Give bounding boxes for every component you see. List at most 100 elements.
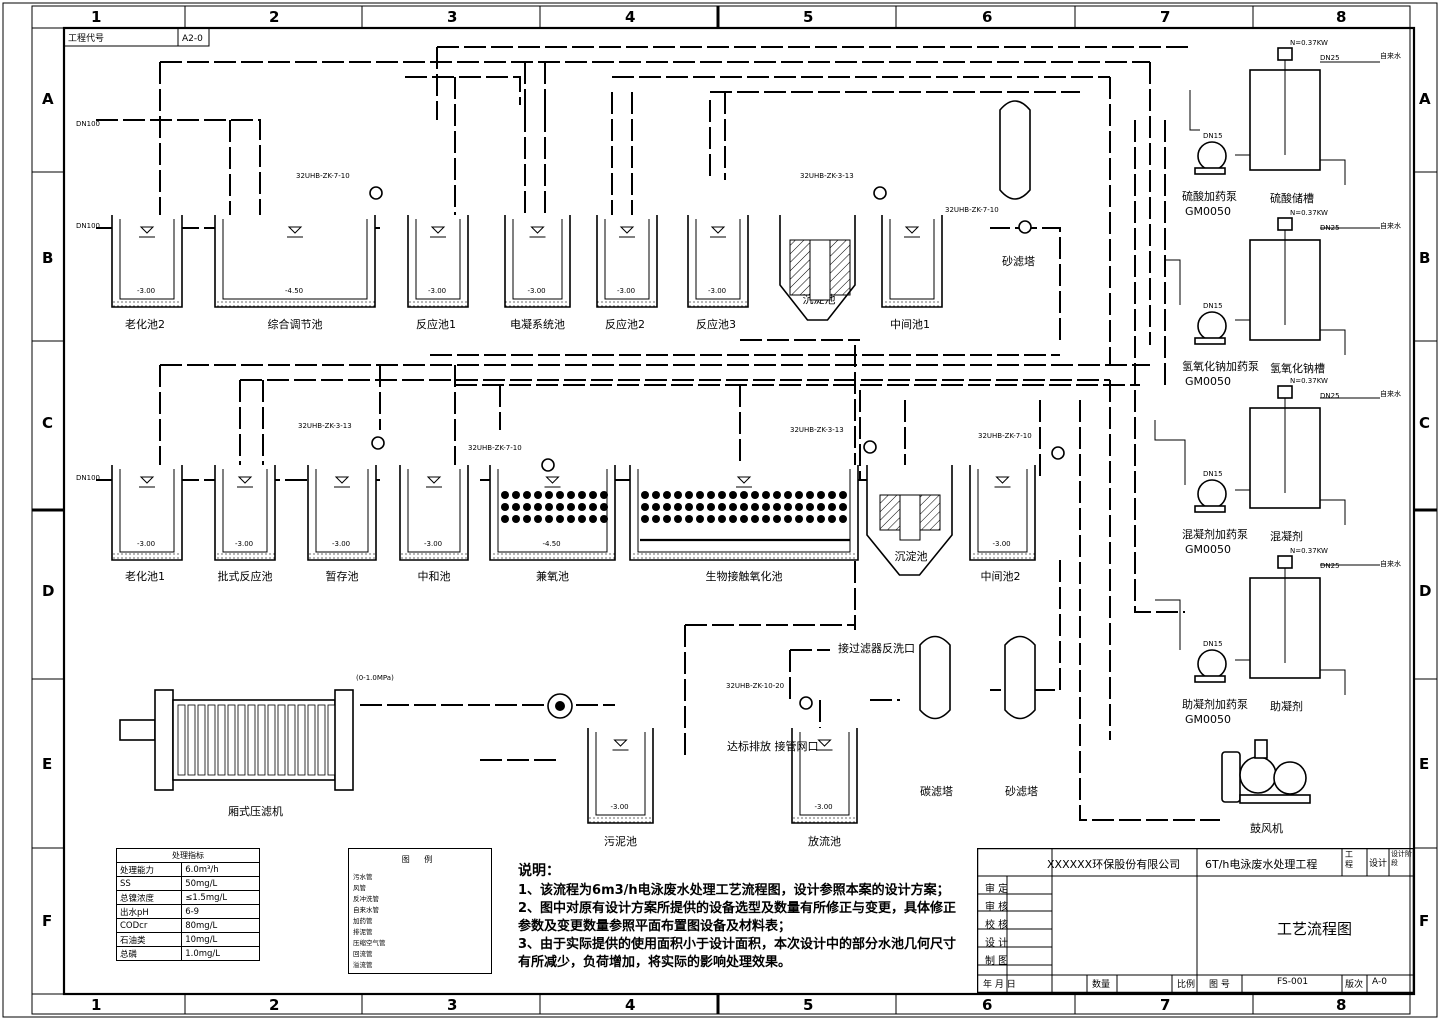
tank-level: -3.00 (611, 803, 629, 811)
table-title: 处理指标 (116, 848, 260, 863)
tank-level: -3.00 (428, 287, 446, 295)
water-level-icon (237, 476, 253, 484)
dosing-tank-name: 混凝剂 (1270, 529, 1303, 543)
tank-name: 兼氧池 (536, 569, 569, 583)
tank-name: 老化池2 (125, 317, 165, 331)
bio-media-icon (641, 515, 649, 523)
bio-media-icon (685, 503, 693, 511)
bio-media-icon (806, 503, 814, 511)
bio-media-icon (652, 491, 660, 499)
bio-media-icon (523, 491, 531, 499)
grid-row-label: D (42, 582, 54, 600)
blower-label: 鼓风机 (1250, 821, 1283, 835)
motor-power: N=0.37KW (1290, 547, 1328, 555)
pump-model: 32UHB-ZK-7-10 (945, 206, 999, 214)
grid-col-label: 5 (803, 996, 813, 1014)
tank-wall (629, 465, 859, 561)
legend-item: 风管 (353, 884, 366, 892)
tank-level: -3.00 (235, 540, 253, 548)
filter-press-label: 厢式压滤机 (228, 804, 283, 818)
bio-media-icon (578, 503, 586, 511)
valve-size: DN25 (1320, 224, 1340, 232)
title-role: 设 计 (985, 938, 1009, 949)
bio-media-icon (600, 491, 608, 499)
legend-item: 排泥管 (353, 928, 373, 936)
bio-media-icon (663, 491, 671, 499)
bio-media-icon (663, 503, 671, 511)
dosing-pump-icon (1197, 649, 1227, 679)
dosing-pump-model: GM0050 (1185, 205, 1231, 218)
tank-name: 生物接触氧化池 (706, 569, 783, 583)
dosing-tank-name: 硫酸储槽 (1270, 191, 1314, 205)
bio-media-icon (740, 503, 748, 511)
bio-media-icon (773, 515, 781, 523)
bio-media-icon (652, 503, 660, 511)
dosing-pump-name: 氢氧化钠加药泵 (1182, 359, 1259, 373)
pump-icon (541, 458, 555, 472)
pump-icon (1051, 446, 1065, 460)
bio-media-icon (501, 491, 509, 499)
bio-media-icon (567, 515, 575, 523)
water-level-icon (904, 226, 920, 234)
dosing-pump-icon (1197, 141, 1227, 171)
bio-media-icon (795, 503, 803, 511)
pump-model: 32UHB-ZK-10-20 (726, 682, 784, 690)
tank-name: 老化池1 (125, 569, 165, 583)
bio-media-icon (784, 503, 792, 511)
water-level-icon (619, 226, 635, 234)
col-project: 工程 (1345, 850, 1353, 869)
bio-media-icon (545, 503, 553, 511)
motor-power: N=0.37KW (1290, 39, 1328, 47)
grid-col-label: 6 (982, 8, 992, 26)
water-level-icon (334, 476, 350, 484)
legend-item: 反冲洗管 (353, 895, 379, 903)
bio-media-icon (839, 491, 847, 499)
bio-media-fill (501, 491, 850, 542)
tank-name: 综合调节池 (268, 317, 323, 331)
bio-media-icon (589, 491, 597, 499)
legend-item: 压缩空气管 (353, 939, 386, 947)
bio-media-icon (578, 515, 586, 523)
valve-size: DN15 (1203, 132, 1223, 140)
tank-level: -3.00 (617, 287, 635, 295)
water-level-icon (430, 226, 446, 234)
design-notes: 说明： 1、该流程为6m3/h电泳废水处理工艺流程图，设计参照本案的设计方案；2… (518, 862, 968, 972)
grid-row-label: D (1419, 582, 1431, 600)
blower (1221, 739, 1311, 804)
bio-media-icon (696, 491, 704, 499)
grid-col-label: 4 (625, 996, 635, 1014)
grid-row-label: B (42, 249, 53, 267)
tank-level: -3.00 (424, 540, 442, 548)
title-role: 审 核 (985, 902, 1009, 913)
bio-media-icon (817, 491, 825, 499)
tank-name: 电凝系统池 (510, 317, 565, 331)
note-item: 3、由于实际提供的使用面积小于设计面积，本次设计中的部分水池几何尺寸有所减少，负… (518, 937, 957, 970)
tank-name: 沉淀池 (895, 549, 928, 563)
mixer-motor-icon (1277, 385, 1293, 399)
diaphragm-pump (547, 693, 573, 719)
bio-media-icon (740, 491, 748, 499)
lower-tank-row: -3.00老化池1-3.00批式反应池-3.00暂存池-3.00中和池-4.50… (111, 465, 1036, 583)
bio-media-icon (718, 491, 726, 499)
qty-label: 数量 (1092, 980, 1111, 990)
legend-item: 回流管 (353, 950, 373, 958)
grid-row-label: C (1419, 414, 1430, 432)
bio-media-icon (685, 515, 693, 523)
project-name: 6T/h电泳废水处理工程 (1205, 858, 1318, 871)
drawing-no: FS-001 (1277, 977, 1309, 987)
bio-media-icon (828, 503, 836, 511)
grid-row-label: E (42, 755, 52, 773)
bio-media-icon (501, 515, 509, 523)
mixer-motor-icon (1277, 555, 1293, 569)
bio-media-icon (729, 491, 737, 499)
title-role: 制 图 (985, 956, 1009, 967)
grid-row-label: A (42, 90, 54, 108)
bio-media-icon (567, 503, 575, 511)
grid-row-label: B (1419, 249, 1430, 267)
tank-level: -3.00 (993, 540, 1011, 548)
